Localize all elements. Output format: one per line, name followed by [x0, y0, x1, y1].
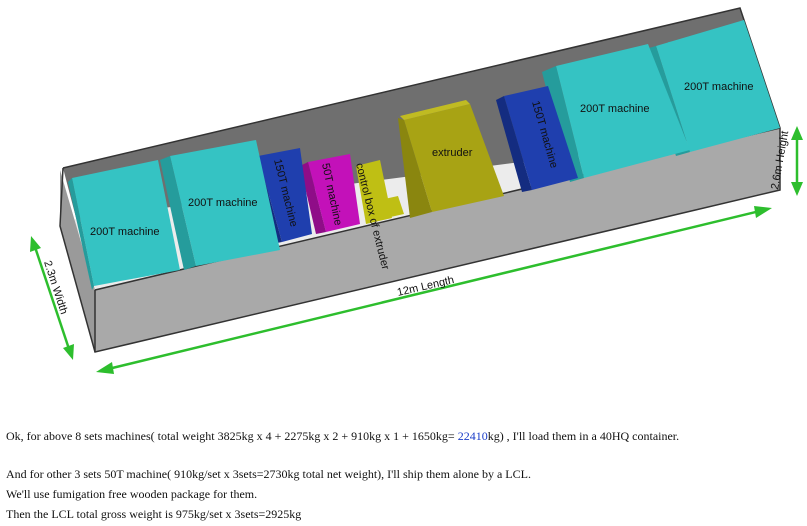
- container-loading-diagram: 200T machine 200T machine 150T machine e…: [30, 7, 803, 374]
- height-arrowhead-bottom: [791, 182, 803, 196]
- height-arrowhead-top: [791, 126, 803, 140]
- package-line: We'll use fumigation free wooden package…: [6, 487, 258, 501]
- lcl-gross-weight-line: Then the LCL total gross weight is 975kg…: [6, 507, 302, 521]
- machine-150t-2: 150T machine: [496, 86, 578, 192]
- container-side-wall: [95, 128, 780, 352]
- machine-label-extruder: extruder: [432, 147, 473, 159]
- width-arrowhead-bottom: [63, 344, 74, 360]
- machine-label-200t-2: 200T machine: [188, 197, 258, 209]
- weight-summary-tail: kg) , I'll load them in a 40HQ container…: [487, 429, 680, 443]
- machine-200t-2: 200T machine: [160, 140, 280, 270]
- weight-summary-line: Ok, for above 8 sets machines( total wei…: [6, 426, 801, 446]
- machine-label-200t-1: 200T machine: [90, 226, 160, 238]
- shipping-notes: Ok, for above 8 sets machines( total wei…: [6, 426, 801, 524]
- machine-50t: 50T machine: [300, 154, 360, 234]
- lcl-shipment-line: And for other 3 sets 50T machine( 910kg/…: [6, 467, 531, 481]
- total-weight-value: 22410: [457, 429, 488, 443]
- length-arrowhead-left: [96, 362, 114, 374]
- container-front-wall: [60, 170, 95, 352]
- width-arrow: [32, 243, 72, 353]
- length-arrowhead-right: [754, 206, 772, 218]
- machine-label-200t-4: 200T machine: [684, 81, 754, 93]
- extruder: extruder: [398, 100, 504, 218]
- length-arrow: [103, 208, 765, 372]
- weight-summary-text: Ok, for above 8 sets machines( total wei…: [6, 429, 458, 443]
- machine-200t-1: 200T machine: [68, 160, 180, 290]
- width-arrowhead-top: [30, 236, 41, 252]
- container-edge: [59, 7, 781, 353]
- machine-label-200t-3: 200T machine: [580, 103, 650, 115]
- machine-200t-3: 200T machine: [542, 44, 690, 182]
